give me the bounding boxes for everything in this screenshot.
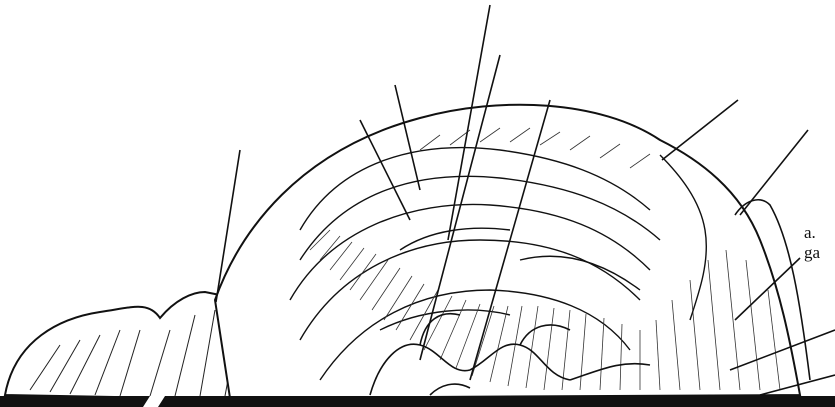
bottom-border (0, 396, 835, 407)
label-text-line-2: ga (804, 243, 820, 263)
label-text-line-1: a. (804, 223, 816, 243)
